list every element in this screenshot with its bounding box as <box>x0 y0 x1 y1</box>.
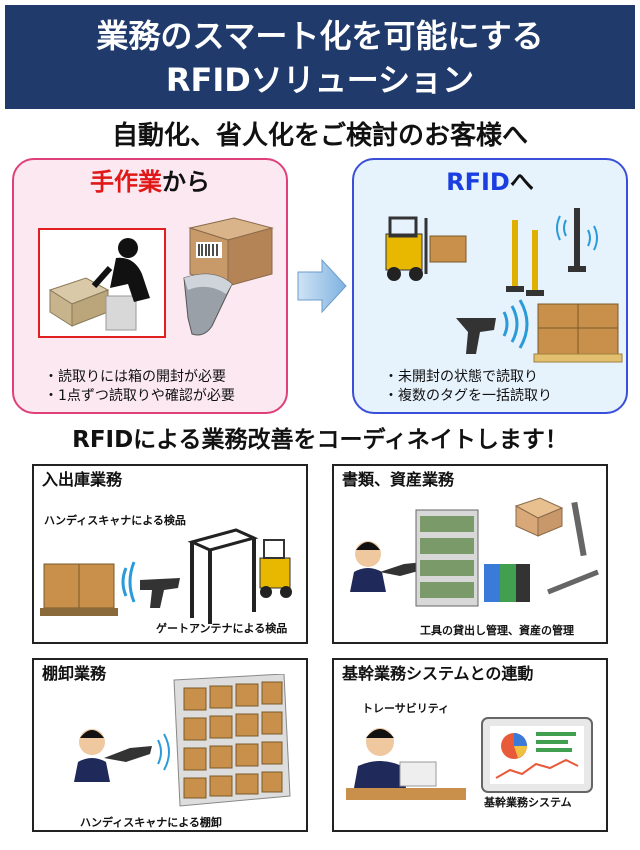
mid-heading: RFIDによる業務改善をコーディネイトします！ <box>72 427 568 453</box>
before-title-accent: 手作業 <box>90 168 162 196</box>
before-bullet-1: ・読取りには箱の開封が必要 <box>44 369 226 385</box>
card-system-integration: 基幹業務システムとの連動 トレーサビリティ 基幹業務システム <box>332 658 608 832</box>
card-title: 基幹業務システムとの連動 <box>342 664 534 683</box>
after-panel: RFIDへ ・未開封の状態で読取り ・複数のタグを一括読取り <box>352 158 628 414</box>
after-panel-title: RFIDへ <box>354 164 626 200</box>
right-arrow-icon <box>297 258 347 314</box>
card-inventory: 棚卸業務 ハンディスキャナによる棚卸 <box>32 658 308 832</box>
card-receiving-shipping: 入出庫業務 ハンディスキャナによる検品 ゲートアンテナによる検品 <box>32 464 308 644</box>
caption-gate-inspection: ゲートアンテナによる検品 <box>156 622 288 635</box>
box-scanner-illustration <box>183 217 274 336</box>
title-line-2: RFIDソリューション <box>165 61 475 99</box>
manual-work-illustration <box>38 228 166 338</box>
after-title-accent: RFID <box>446 168 510 196</box>
before-title-rest: から <box>162 168 210 196</box>
before-bullet-2: ・1点ずつ読取りや確認が必要 <box>44 388 235 404</box>
after-bullet-1: ・未開封の状態で読取り <box>384 369 538 385</box>
before-panel: 手作業から ・読取りには箱の開封が必要 ・1点ずつ読取りや確認が必要 <box>12 158 288 414</box>
caption-tool-asset-management: 工具の貸出し管理、資産の管理 <box>420 624 574 637</box>
after-bullet-2: ・複数のタグを一括読取り <box>384 388 552 404</box>
subtitle: 自動化、省人化をご検討のお客様へ <box>111 121 528 151</box>
after-bullets: ・未開封の状態で読取り ・複数のタグを一括読取り <box>384 368 552 406</box>
card-documents-assets: 書類、資産業務 工具の貸出し管理、資産の管理 <box>332 464 608 644</box>
before-panel-title: 手作業から <box>14 164 286 200</box>
inventory-illustration <box>74 674 291 807</box>
caption-traceability: トレーサビリティ <box>362 702 450 715</box>
caption-handy-inventory: ハンディスキャナによる棚卸 <box>80 816 222 829</box>
after-title-rest: へ <box>509 168 534 196</box>
before-bullets: ・読取りには箱の開封が必要 ・1点ずつ読取りや確認が必要 <box>44 368 235 406</box>
card-title: 入出庫業務 <box>42 470 123 489</box>
title-line-1: 業務のスマート化を可能にする <box>96 17 544 55</box>
system-integration-illustration <box>346 717 593 800</box>
asset-management-illustration <box>350 497 599 607</box>
caption-handy-inspection: ハンディスキャナによる検品 <box>44 514 186 527</box>
card-title: 書類、資産業務 <box>342 470 455 489</box>
rfid-warehouse-illustration <box>385 208 623 363</box>
card-title: 棚卸業務 <box>42 664 107 683</box>
gate-scanning-illustration <box>40 528 292 624</box>
caption-core-system: 基幹業務システム <box>484 796 572 809</box>
title-banner: 業務のスマート化を可能にする RFIDソリューション <box>5 5 635 109</box>
